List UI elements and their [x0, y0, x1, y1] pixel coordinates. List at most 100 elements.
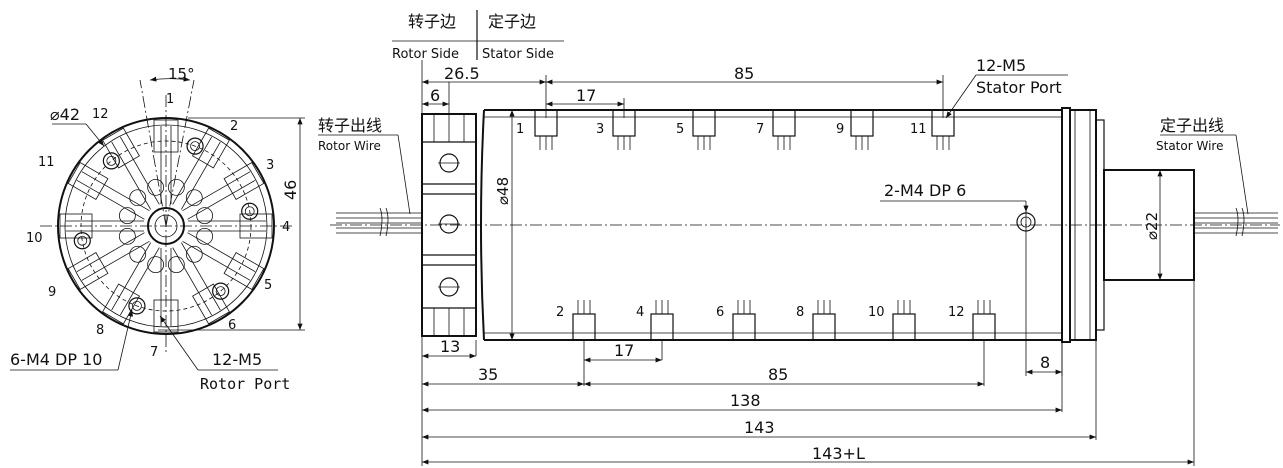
- port-slot: [182, 162, 265, 220]
- port: [812, 300, 836, 341]
- top-port-1: 1: [516, 122, 524, 137]
- port-body: [850, 109, 874, 137]
- inner-hole: [196, 207, 214, 225]
- slot-edge: [182, 240, 251, 281]
- inner-hole: [129, 189, 147, 207]
- inner-hole: [196, 227, 214, 245]
- top-port-3: 3: [596, 122, 604, 137]
- top-port-7: 7: [756, 122, 764, 137]
- port-slot: [172, 242, 230, 325]
- port-body: [692, 109, 716, 137]
- diameter-leader: [85, 123, 105, 147]
- port-body: [972, 313, 996, 341]
- inner-hole: [129, 245, 147, 263]
- slot-edge: [81, 240, 150, 281]
- slot-edge: [187, 232, 256, 273]
- slot-edge: [187, 179, 256, 220]
- port: [892, 300, 916, 341]
- stator-port-caption: Stator Port: [976, 78, 1062, 97]
- dim-138: 138: [730, 391, 761, 410]
- top-port-5: 5: [676, 122, 684, 137]
- pos-9: 9: [48, 285, 56, 300]
- mount-hole: [241, 202, 259, 220]
- dim-17-top: 17: [576, 86, 596, 105]
- dim-6: 6: [430, 86, 440, 105]
- bottom-port-2: 2: [556, 305, 564, 320]
- pos-6: 6: [228, 318, 236, 333]
- slot-edge: [111, 242, 152, 311]
- port-body: [892, 313, 916, 341]
- slot-edge: [76, 179, 145, 220]
- dim-8: 8: [1040, 353, 1050, 372]
- inner-hole: [185, 189, 203, 207]
- side-view: 转子边 定子边 Rotor Side Stator Side 转子出线 Roto…: [318, 10, 1280, 376]
- slot-edge: [180, 141, 221, 210]
- body-diameter-label: ⌀48: [494, 177, 512, 205]
- slot-edge: [119, 136, 160, 205]
- stator-port-leader: [945, 74, 977, 119]
- rotor-side-cn: 转子边: [408, 12, 456, 31]
- dim-35: 35: [478, 365, 498, 384]
- port-caption: Rotor Port: [200, 375, 290, 393]
- rotor-side-en: Rotor Side: [392, 47, 459, 62]
- mount-label: 6-M4 DP 10: [10, 350, 102, 369]
- slot-rect: [102, 127, 140, 169]
- mount-hole-inner: [132, 300, 142, 311]
- inner-hole: [147, 178, 165, 196]
- slot-edge: [172, 247, 213, 316]
- angle-line-a: [139, 79, 167, 227]
- port: [850, 109, 874, 150]
- stator-side-cn: 定子边: [488, 12, 536, 31]
- mount-hole: [212, 282, 230, 300]
- mount-hole-inner: [190, 141, 200, 152]
- stator-wires: [1194, 207, 1278, 237]
- slot-rect: [67, 252, 109, 290]
- pos-2: 2: [230, 119, 238, 134]
- pos-5: 5: [264, 278, 272, 293]
- port-slot: [172, 127, 230, 210]
- bottom-port-4: 4: [636, 305, 644, 320]
- stator-wire-cn: 定子出线: [1160, 116, 1224, 135]
- slot-rect: [223, 252, 265, 290]
- mount-hole: [102, 152, 120, 170]
- top-port-9: 9: [836, 122, 844, 137]
- port-body: [772, 109, 796, 137]
- port-body: [650, 313, 674, 341]
- pos-4: 4: [282, 220, 290, 235]
- height-label: 46: [281, 180, 300, 200]
- inner-hole: [167, 178, 185, 196]
- slot-edge: [172, 136, 213, 205]
- diameter-label: ⌀42: [50, 105, 80, 124]
- slot-edge: [81, 171, 150, 212]
- port: [772, 109, 796, 150]
- stator-port-count: 12-M5: [976, 56, 1026, 75]
- pos-1: 1: [166, 92, 174, 107]
- mount-hole: [73, 232, 91, 250]
- tail-diameter-label: ⌀22: [1143, 212, 1161, 240]
- inner-hole: [185, 245, 203, 263]
- angle-label: 15°: [168, 65, 195, 83]
- bottom-port-8: 8: [796, 305, 804, 320]
- inner-hole: [147, 256, 165, 274]
- dim-26-5: 26.5: [444, 64, 480, 83]
- top-port-11: 11: [910, 122, 927, 137]
- stator-side-en: Stator Side: [482, 47, 554, 62]
- mount-hole-inner: [77, 235, 88, 246]
- port-body: [812, 313, 836, 341]
- bottom-port-12: 12: [948, 305, 965, 320]
- slot-edge: [182, 171, 251, 212]
- pos-8: 8: [96, 323, 104, 338]
- mount-hole-inner: [215, 286, 226, 297]
- dim-143: 143: [744, 418, 775, 437]
- bottom-port-10: 10: [868, 305, 885, 320]
- port-slot: [182, 232, 265, 290]
- port: [732, 300, 756, 341]
- port-leader: [159, 315, 199, 371]
- rotor-wire-leader: [397, 134, 411, 215]
- mount-holes: [73, 137, 259, 315]
- slot-rect: [192, 127, 230, 169]
- rotor-wire-cn: 转子出线: [318, 116, 382, 135]
- port: [692, 109, 716, 150]
